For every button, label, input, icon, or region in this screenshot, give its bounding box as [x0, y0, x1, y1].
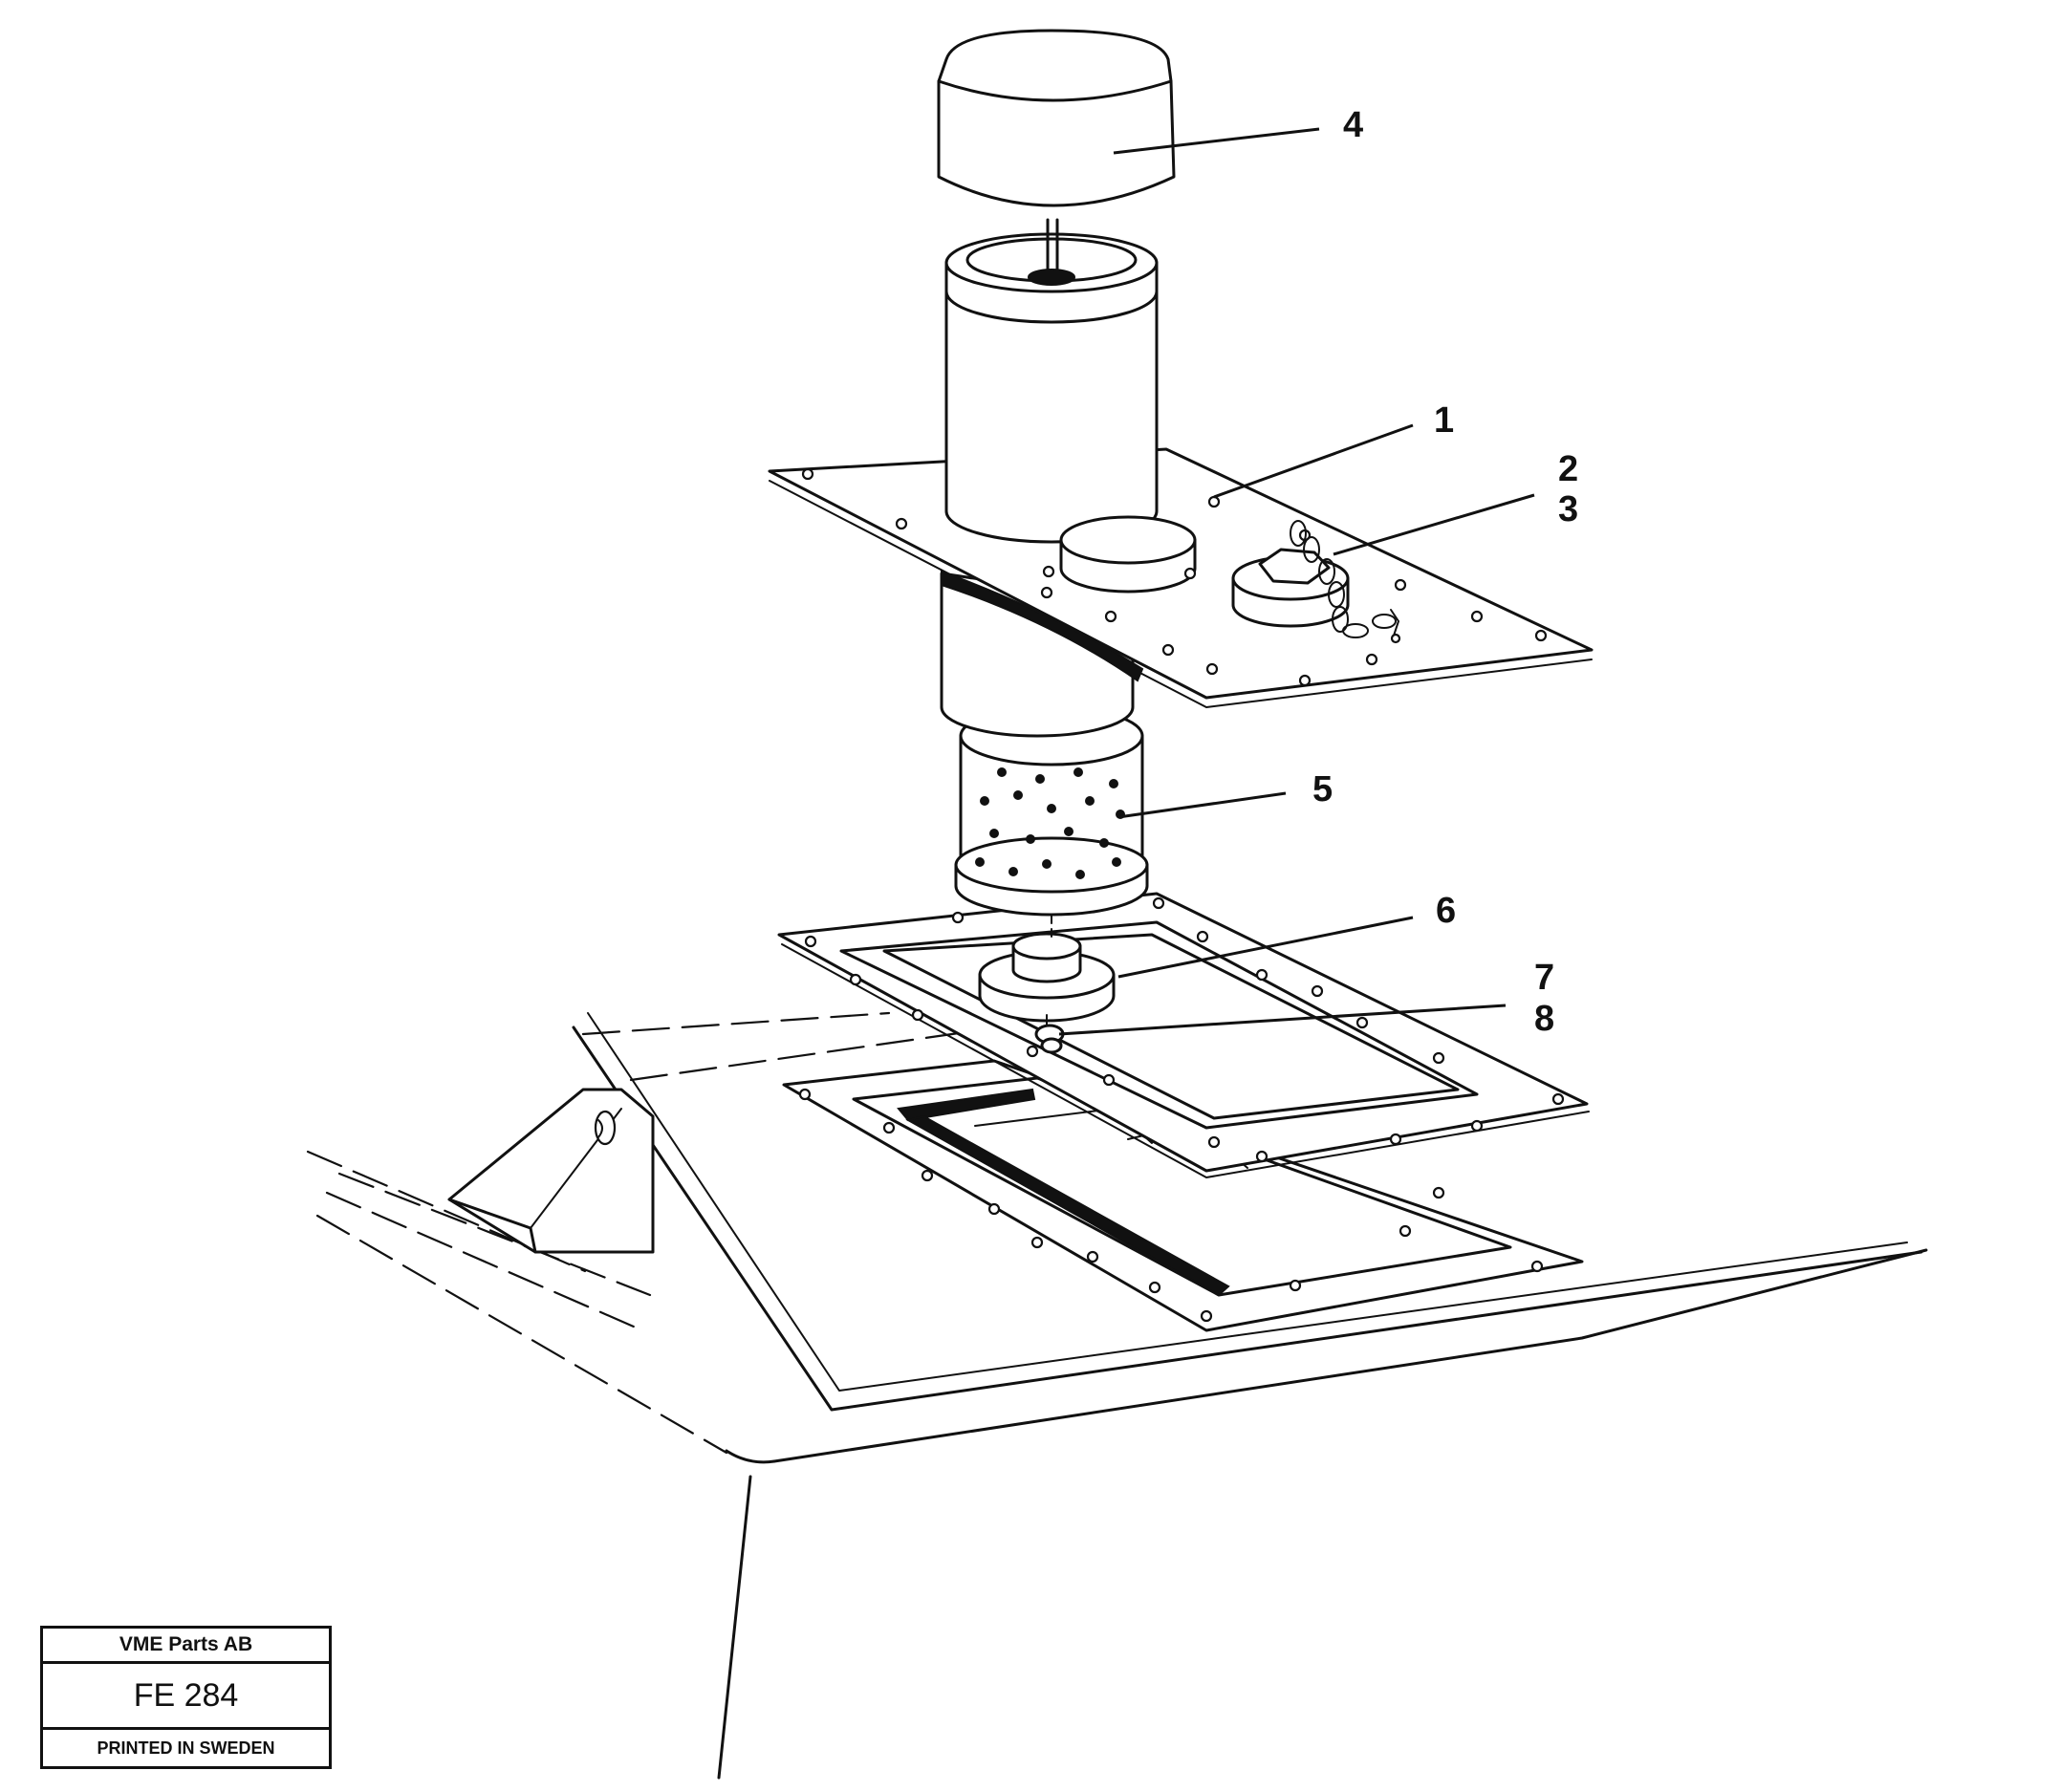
callout-1: 1 — [1434, 400, 1454, 441]
company-name: VME Parts AB — [43, 1629, 329, 1664]
callout-labels: 4 1 2 3 5 6 7 8 — [1312, 105, 1578, 1039]
filler-cap-with-chain — [1231, 520, 1401, 644]
breather-plate-assembly — [768, 232, 1594, 738]
nut-and-washer — [1034, 1014, 1065, 1054]
callout-2: 2 — [1558, 449, 1578, 489]
filter-perforations — [975, 767, 1125, 879]
frame-bolt-holes — [798, 1088, 1544, 1323]
filter-base-cap — [978, 932, 1116, 1023]
plate-bolt-holes — [801, 467, 1548, 687]
tank-body — [306, 1011, 1928, 1780]
lifting-bracket — [447, 1088, 655, 1254]
callout-leaders — [1058, 127, 1535, 1036]
callout-4: 4 — [1343, 105, 1363, 145]
tank-opening-frame — [782, 1059, 1584, 1332]
callout-8: 8 — [1534, 999, 1554, 1039]
filter-element — [954, 705, 1149, 942]
printed-note: PRINTED IN SWEDEN — [97, 1738, 275, 1758]
callout-5: 5 — [1312, 769, 1333, 810]
title-block: VME Parts AB FE 284 PRINTED IN SWEDEN — [40, 1626, 332, 1769]
callout-6: 6 — [1436, 891, 1456, 931]
top-cover — [937, 29, 1176, 285]
drawing-code: FE 284 — [43, 1664, 329, 1730]
callout-7: 7 — [1534, 958, 1554, 998]
callout-3: 3 — [1558, 489, 1578, 529]
